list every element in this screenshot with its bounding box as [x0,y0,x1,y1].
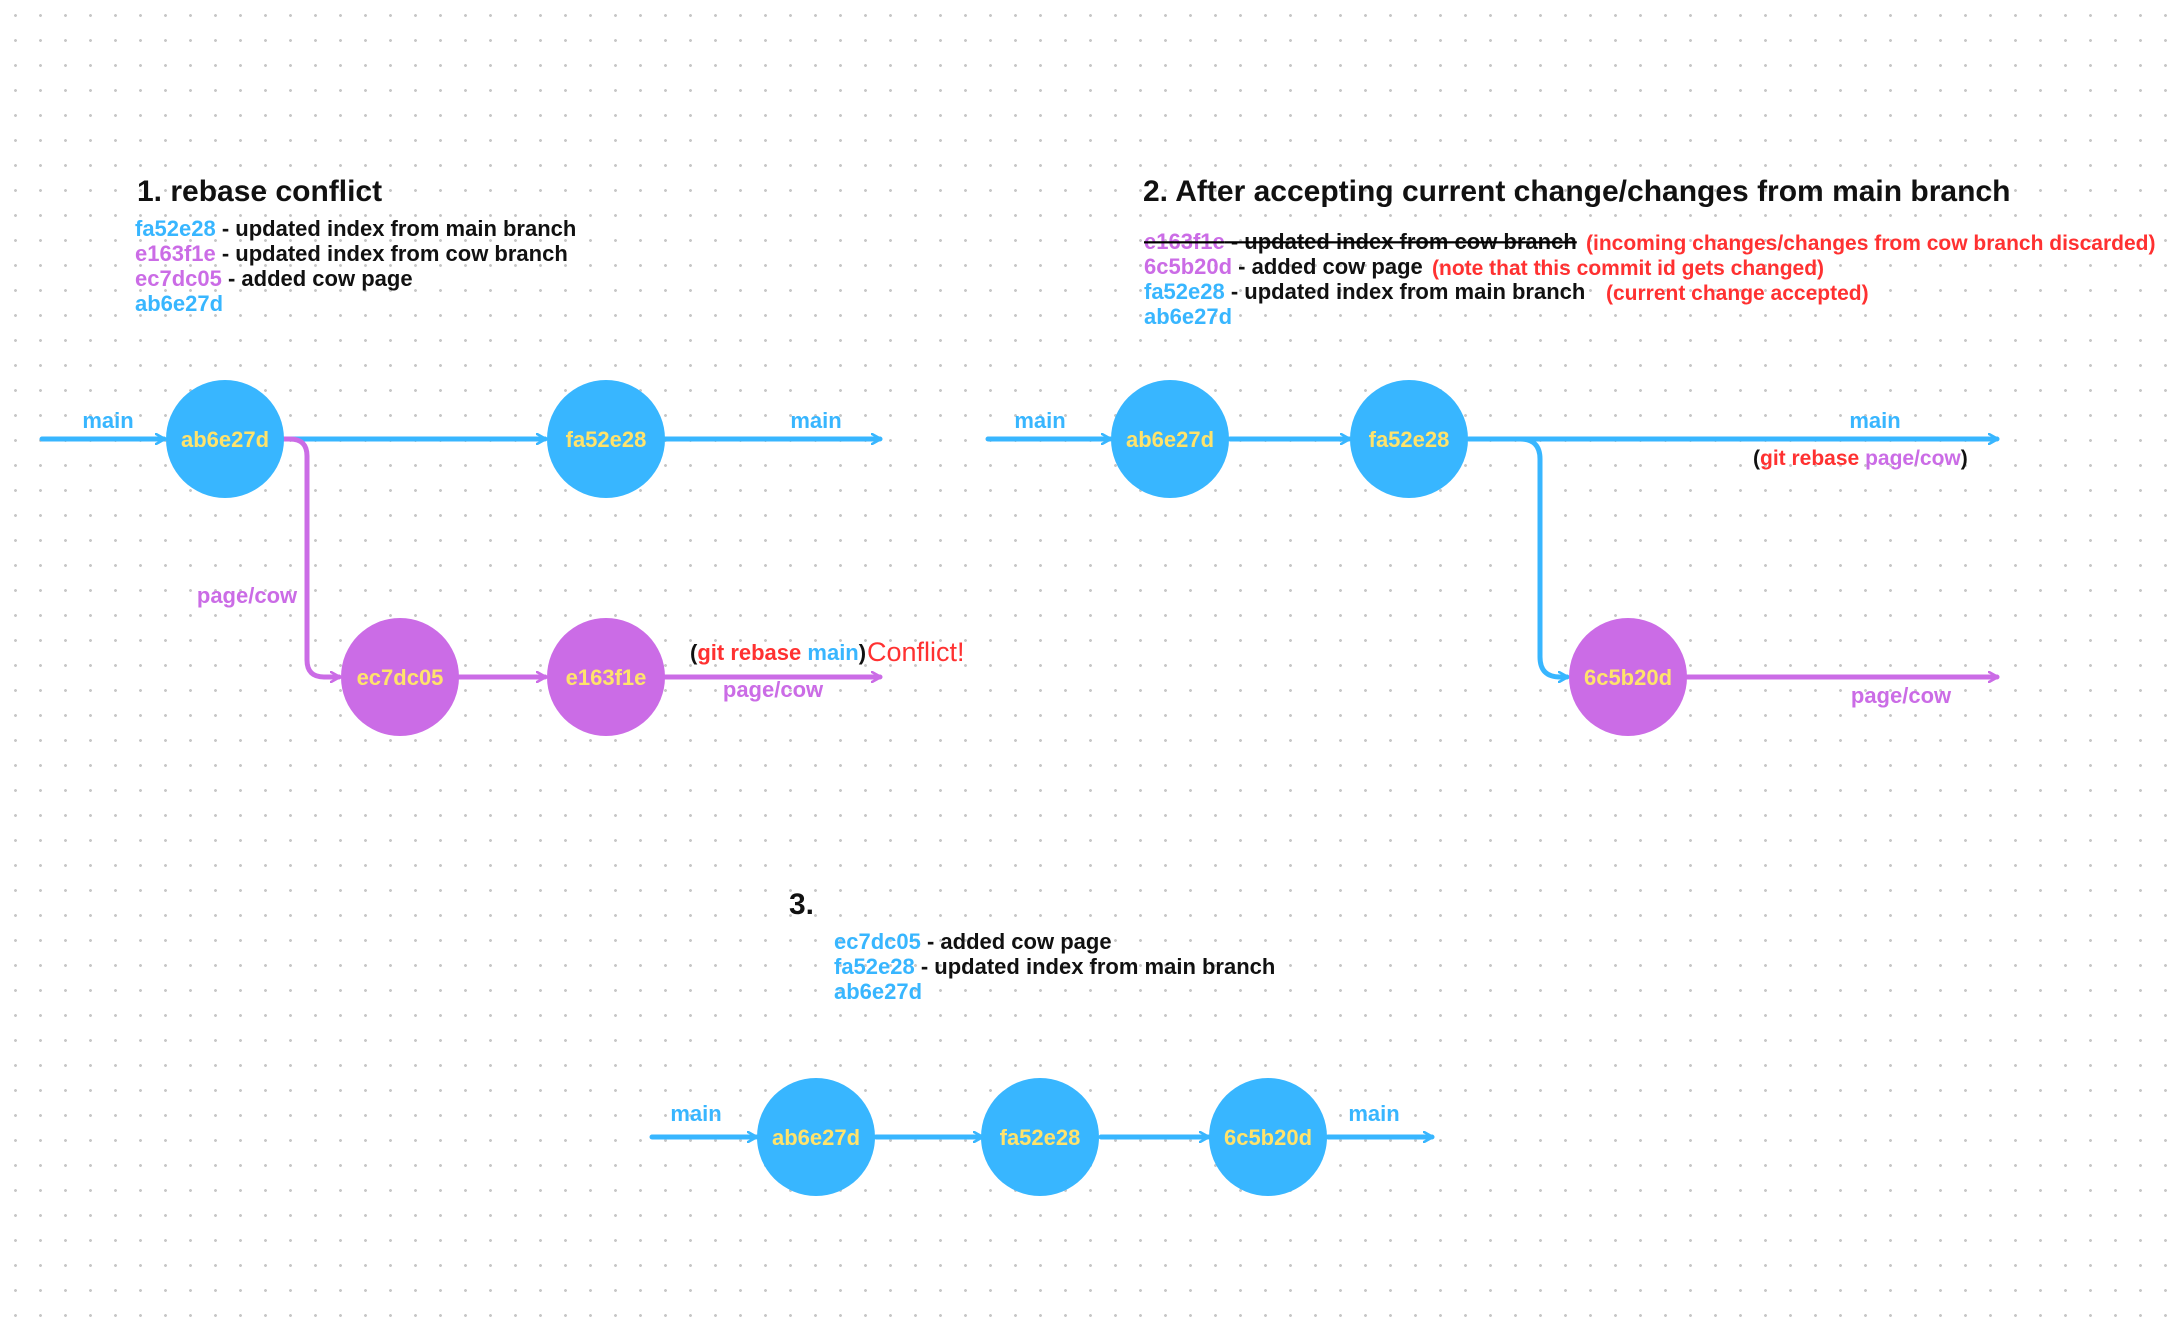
commit-node: ab6e27d [166,380,284,498]
branch-label-main: main [82,408,133,433]
commit-id: ab6e27d [834,979,922,1004]
commit-id: 6c5b20d [1144,254,1232,279]
branch-label-main: main [1014,408,1065,433]
commit-message: - updated index from main branch [216,216,577,241]
commit-circle [757,1078,875,1196]
commit-id: fa52e28 [834,954,915,979]
commit-id-label: ab6e27d [772,1125,860,1150]
section-3-commit-log: ec7dc05 - added cow page fa52e28 - updat… [834,929,1275,1004]
git-command-label: (git rebase page/cow) [1753,447,1968,470]
log-line: ab6e27d [1144,304,1232,329]
command-verb: git rebase [697,640,801,665]
commit-circle [1209,1078,1327,1196]
commit-id: fa52e28 [1144,279,1225,304]
commit-message: - updated index from cow branch [216,241,568,266]
commit-node: 6c5b20d [1569,618,1687,736]
commit-id: e163f1e [135,241,216,266]
commit-id-label: 6c5b20d [1224,1125,1312,1150]
commit-circle [1569,618,1687,736]
section-2-after-accepting: 2. After accepting current change/change… [985,175,2155,736]
commit-node: ab6e27d [757,1078,875,1196]
commit-circle [341,618,459,736]
section-1-title: 1. rebase conflict [137,175,382,208]
commit-node: e163f1e [547,618,665,736]
paren: ( [690,640,698,665]
log-line: 6c5b20d - added cow page [1144,254,1423,279]
commit-message: - updated index from cow branch [1225,229,1577,254]
commit-circle [547,380,665,498]
log-line: fa52e28 - updated index from main branch [135,216,576,241]
log-line: ec7dc05 - added cow page [834,929,1112,954]
log-line: e163f1e - updated index from cow branch [1144,229,1577,254]
commit-circle [1111,380,1229,498]
commit-circle [1350,380,1468,498]
commit-id-label: ab6e27d [1126,427,1214,452]
branch-label-page-cow: page/cow [1851,683,1952,708]
commit-node: 6c5b20d [1209,1078,1327,1196]
log-line: ab6e27d [135,291,223,316]
commit-node: fa52e28 [547,380,665,498]
commit-id: fa52e28 [135,216,216,241]
branch-label-main: main [670,1101,721,1126]
log-note: (note that this commit id gets changed) [1432,257,1824,280]
commit-id: ab6e27d [135,291,223,316]
commit-id-label: 6c5b20d [1584,665,1672,690]
command-target: main [807,640,858,665]
commit-id: ec7dc05 [834,929,921,954]
section-3-result: 3. ec7dc05 - added cow page fa52e28 - up… [649,888,1435,1196]
branch-label-main: main [1849,408,1900,433]
branch-label-main: main [1348,1101,1399,1126]
paren: ) [1961,447,1968,470]
commit-message: - updated index from main branch [915,954,1276,979]
commit-message: - added cow page [222,266,413,291]
commit-id-label: e163f1e [566,665,647,690]
commit-id-label: ab6e27d [181,427,269,452]
section-3-title: 3. [789,888,814,921]
commit-id: ab6e27d [1144,304,1232,329]
commit-message: - added cow page [921,929,1112,954]
log-line: ab6e27d [834,979,922,1004]
log-line: e163f1e - updated index from cow branch [135,241,568,266]
command-target: page/cow [1865,447,1961,470]
commit-node: ab6e27d [1111,380,1229,498]
branch-label-page-cow: page/cow [723,677,824,702]
section-1-commit-log: fa52e28 - updated index from main branch… [135,216,576,316]
commit-id-label: ec7dc05 [357,665,444,690]
commit-id: ec7dc05 [135,266,222,291]
log-note: (current change accepted) [1606,282,1869,305]
paren: ) [859,640,866,665]
commit-circle [547,618,665,736]
log-note: (incoming changes/changes from cow branc… [1586,232,2155,255]
section-2-title: 2. After accepting current change/change… [1143,175,2010,208]
commit-message: - updated index from main branch [1225,279,1586,304]
commit-id-label: fa52e28 [1369,427,1450,452]
commit-message: - added cow page [1232,254,1423,279]
commit-node: fa52e28 [981,1078,1099,1196]
commit-circle [166,380,284,498]
paren: ( [1753,447,1760,470]
commit-node: fa52e28 [1350,380,1468,498]
commit-id-label: fa52e28 [566,427,647,452]
branch-label-page-cow: page/cow [197,583,298,608]
log-line: fa52e28 - updated index from main branch [834,954,1275,979]
branch-edge-arrow [281,436,342,677]
commit-circle [981,1078,1099,1196]
section-1-rebase-conflict: 1. rebase conflict fa52e28 - updated ind… [39,175,965,736]
log-line: fa52e28 - updated index from main branch [1144,279,1585,304]
commit-id-label: fa52e28 [1000,1125,1081,1150]
branch-edge-arrow [1466,436,1570,677]
log-line: ec7dc05 - added cow page [135,266,413,291]
command-verb: git rebase [1760,447,1859,470]
commit-id: e163f1e [1144,229,1225,254]
git-command-label: (git rebase main) [690,640,866,665]
branch-label-main: main [790,408,841,433]
commit-node: ec7dc05 [341,618,459,736]
section-2-commit-log: e163f1e - updated index from cow branch … [1144,229,2155,329]
conflict-label: Conflict! [867,637,965,667]
